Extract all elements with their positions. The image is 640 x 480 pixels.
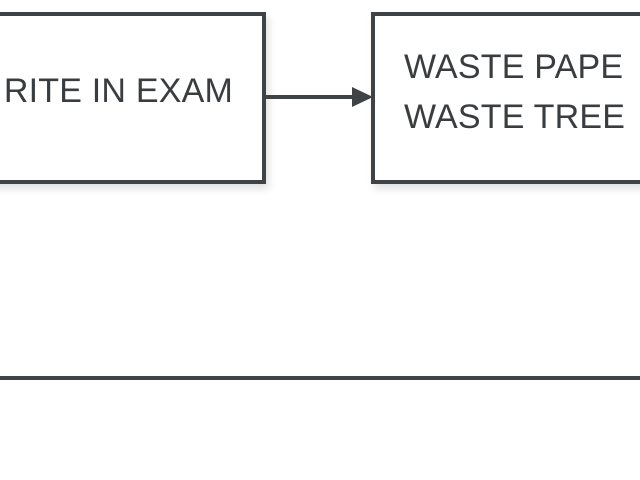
label-line: WASTE PAPE [404,48,624,86]
flow-node-write-in-exam-label: RITE IN EXAM [0,66,233,116]
flow-node-write-in-exam [0,12,266,184]
label-line: RITE IN EXAM [3,72,233,110]
flow-node-waste-paper-label: WASTE PAPE WASTE TREE [404,42,640,142]
flow-node-waste-paper [371,12,640,184]
arrowhead-icon [352,87,373,107]
label-line: WASTE TREE [404,98,626,136]
